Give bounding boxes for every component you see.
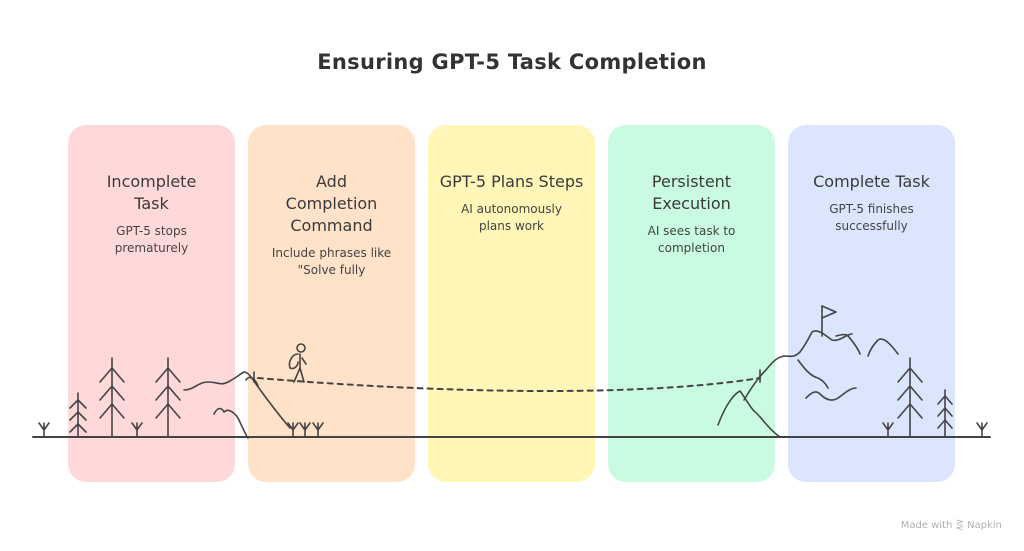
grass-icon: [287, 422, 324, 438]
step-description: GPT-5 stops prematurely: [114, 224, 189, 255]
napkin-logo-icon: ⋛: [955, 520, 964, 531]
step-card: GPT-5 Plans Steps AI autonomously plans w…: [428, 125, 595, 482]
step-description: GPT-5 finishes successfully: [829, 202, 914, 233]
flag-icon: [821, 305, 837, 319]
tree-icon: [937, 389, 953, 438]
step-title: Persistent Execution: [651, 172, 732, 213]
grass-icon: [131, 422, 143, 438]
hill-left-icon: [183, 371, 291, 439]
step-title: GPT-5 Plans Steps: [439, 172, 584, 191]
tree-icon: [69, 392, 87, 438]
dashed-path: [257, 377, 761, 393]
step-description: AI sees task to completion: [647, 224, 736, 255]
step-title: Add Completion Command: [285, 172, 378, 235]
grass-icon: [38, 422, 50, 438]
mountain-summit-icon: [717, 305, 899, 438]
footer: Made with ⋛ Napkin: [900, 520, 1002, 531]
step-description: Include phrases like "Solve fully: [271, 246, 392, 277]
grass-icon: [882, 422, 894, 438]
tree-icon: [897, 357, 923, 438]
hiker-icon: [288, 343, 307, 383]
step-card: Persistent Execution AI sees task to comp…: [608, 125, 775, 482]
tree-icon: [155, 357, 181, 438]
step-title: Incomplete Task: [106, 172, 197, 213]
step-description: AI autonomously plans work: [461, 202, 562, 233]
tree-icon: [99, 357, 125, 438]
step-title: Complete Task: [813, 172, 930, 191]
diagram-title: Ensuring GPT-5 Task Completion: [317, 50, 707, 74]
grass-icon: [976, 422, 988, 438]
